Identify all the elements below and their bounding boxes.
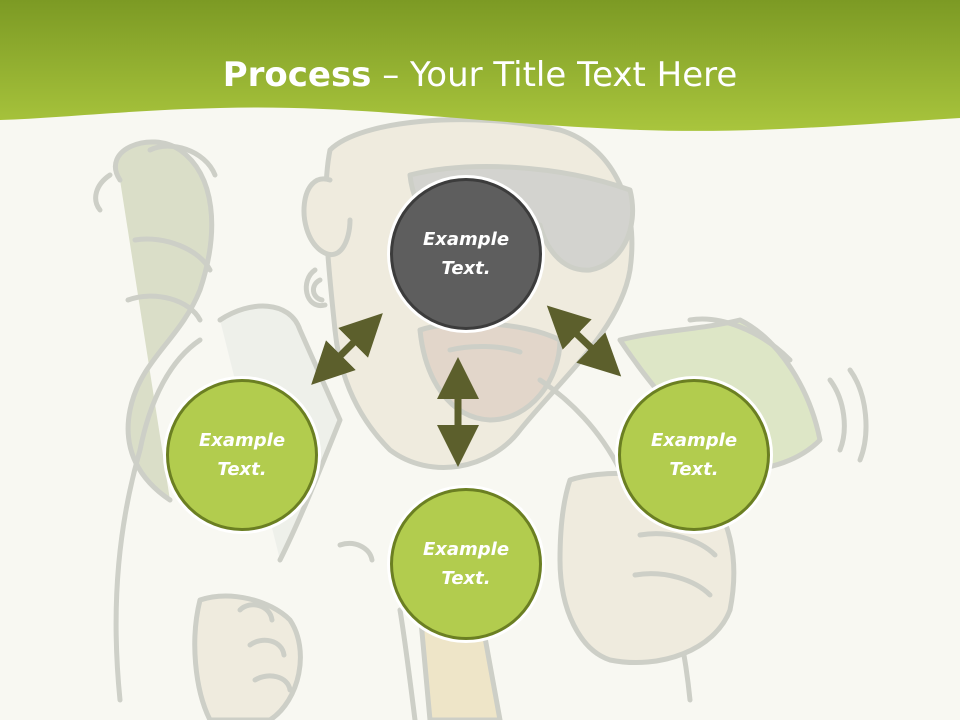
arrow-center-left xyxy=(311,313,383,385)
title-rest: – Your Title Text Here xyxy=(371,55,738,95)
slide-title: Process – Your Title Text Here xyxy=(0,52,960,98)
process-node-left: Example Text. xyxy=(166,379,318,531)
arrow-center-right xyxy=(546,305,622,377)
title-bold: Process xyxy=(222,55,372,95)
process-node-right: Example Text. xyxy=(618,379,770,531)
process-node-center: Example Text. xyxy=(390,178,542,330)
header-band xyxy=(0,0,960,131)
process-node-bottom: Example Text. xyxy=(390,488,542,640)
